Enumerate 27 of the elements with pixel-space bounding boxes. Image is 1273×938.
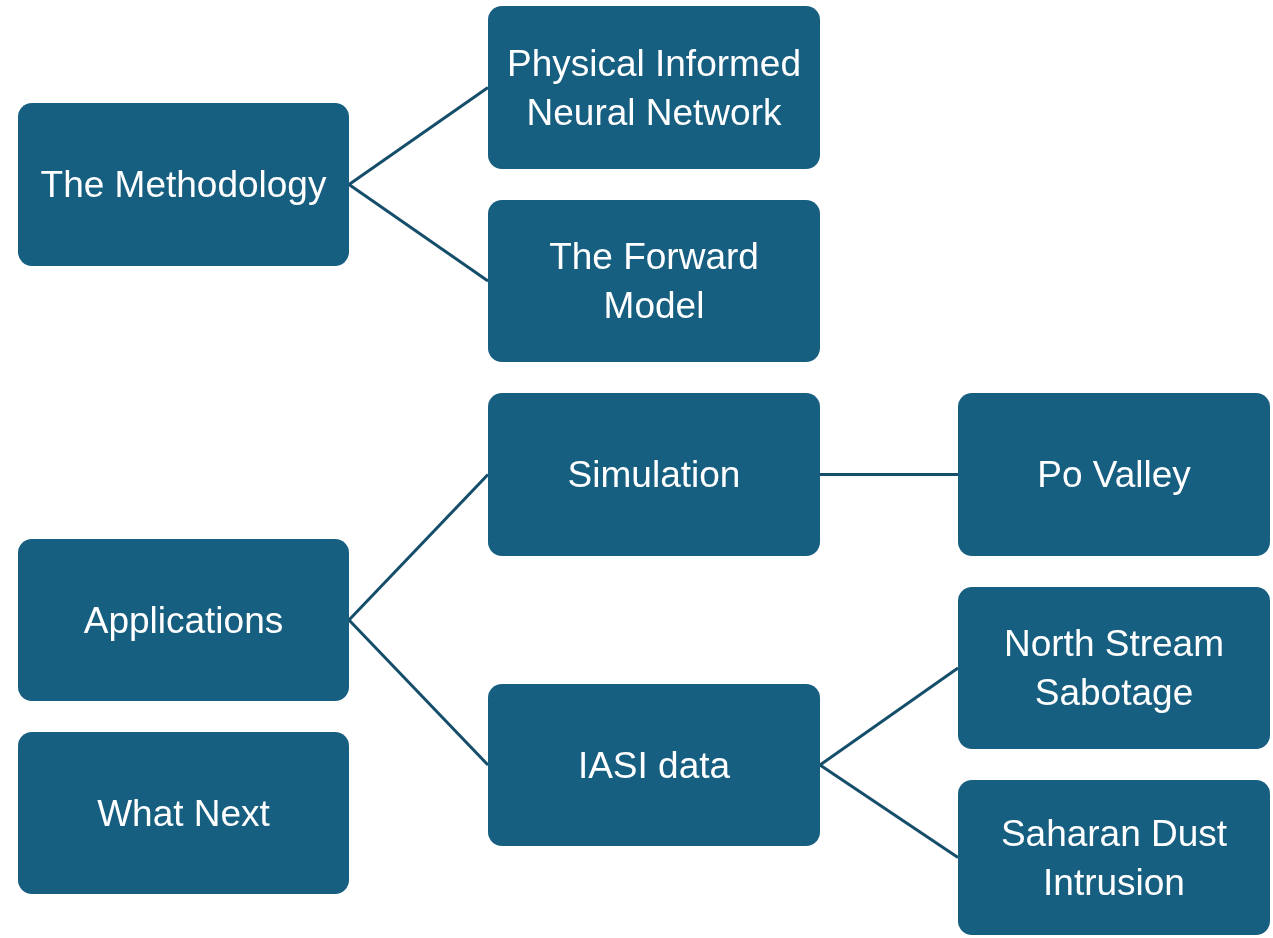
topic-box xyxy=(18,539,349,701)
topic-label: Simulation xyxy=(567,453,741,497)
topic-label: Saharan Dust Intrusion xyxy=(999,811,1229,905)
connector-line xyxy=(347,618,490,767)
topic-label: North Stream Sabotage xyxy=(1003,622,1225,715)
topic-box xyxy=(488,393,820,556)
topic-box xyxy=(18,732,349,894)
connector-line xyxy=(348,183,489,283)
topic-label: The Forward Model xyxy=(548,235,760,328)
topic-label: The Methodology xyxy=(40,163,327,207)
topic-box xyxy=(488,200,820,362)
connector-line xyxy=(347,473,490,622)
topic-box xyxy=(958,780,1270,935)
topic-label: Applications xyxy=(83,598,284,643)
topic-label: Physical Informed Neural Network xyxy=(505,41,803,135)
topic-box xyxy=(18,103,349,266)
topic-label: Po Valley xyxy=(1037,453,1191,497)
topic-box xyxy=(958,393,1270,556)
topic-box xyxy=(488,6,820,169)
connector-line xyxy=(819,763,959,859)
topic-label: IASI data xyxy=(577,743,731,788)
topic-box xyxy=(958,587,1270,749)
topic-label: What Next xyxy=(97,791,270,836)
connector-line xyxy=(820,473,958,476)
topic-box xyxy=(488,684,820,846)
connector-line xyxy=(819,666,959,767)
connector-line xyxy=(348,86,489,186)
